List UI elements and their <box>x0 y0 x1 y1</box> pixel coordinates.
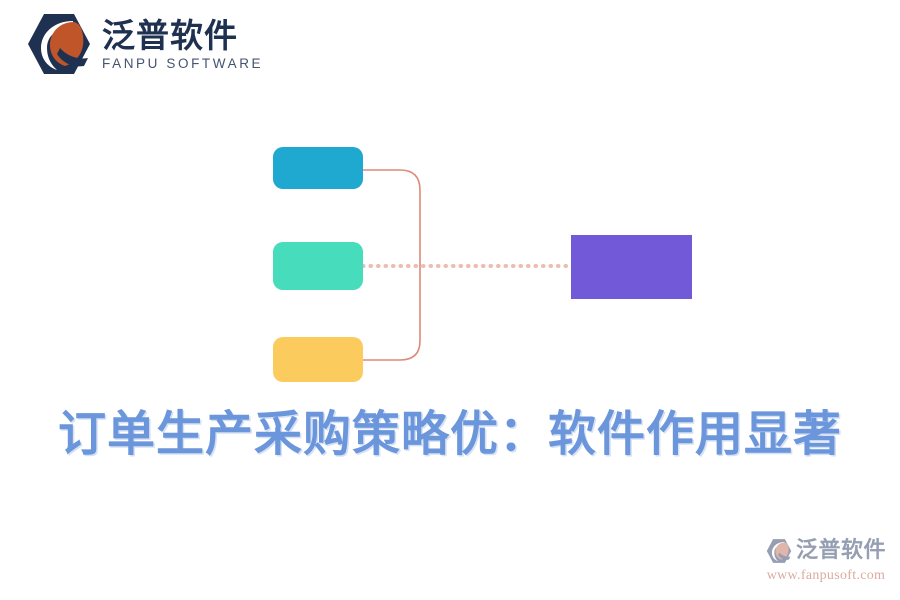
diagram-node-yellow[interactable] <box>273 337 363 382</box>
watermark-url: www.fanpusoft.com <box>766 568 886 583</box>
fanpu-hexagon-logo-icon <box>28 14 90 74</box>
fanpu-watermark-logo-icon <box>766 539 792 563</box>
bracket-connector <box>363 169 421 361</box>
brand-name-cn: 泛普软件 <box>102 15 238 55</box>
page-title: 订单生产采购策略优：软件作用显著 <box>57 406 842 462</box>
brand-wordmark: 泛普软件 FANPU SOFTWARE <box>102 16 263 73</box>
brand-name-en: FANPU SOFTWARE <box>102 56 264 72</box>
watermark-row: 泛普软件 <box>766 538 886 564</box>
watermark-name-cn: 泛普软件 <box>795 538 886 563</box>
diagram-node-green[interactable] <box>273 242 363 290</box>
diagram-node-blue[interactable] <box>273 147 363 189</box>
diagram-node-purple[interactable] <box>571 235 692 299</box>
watermark: 泛普软件 www.fanpusoft.com <box>758 538 894 594</box>
brand-logo: 泛普软件 FANPU SOFTWARE <box>26 12 263 76</box>
